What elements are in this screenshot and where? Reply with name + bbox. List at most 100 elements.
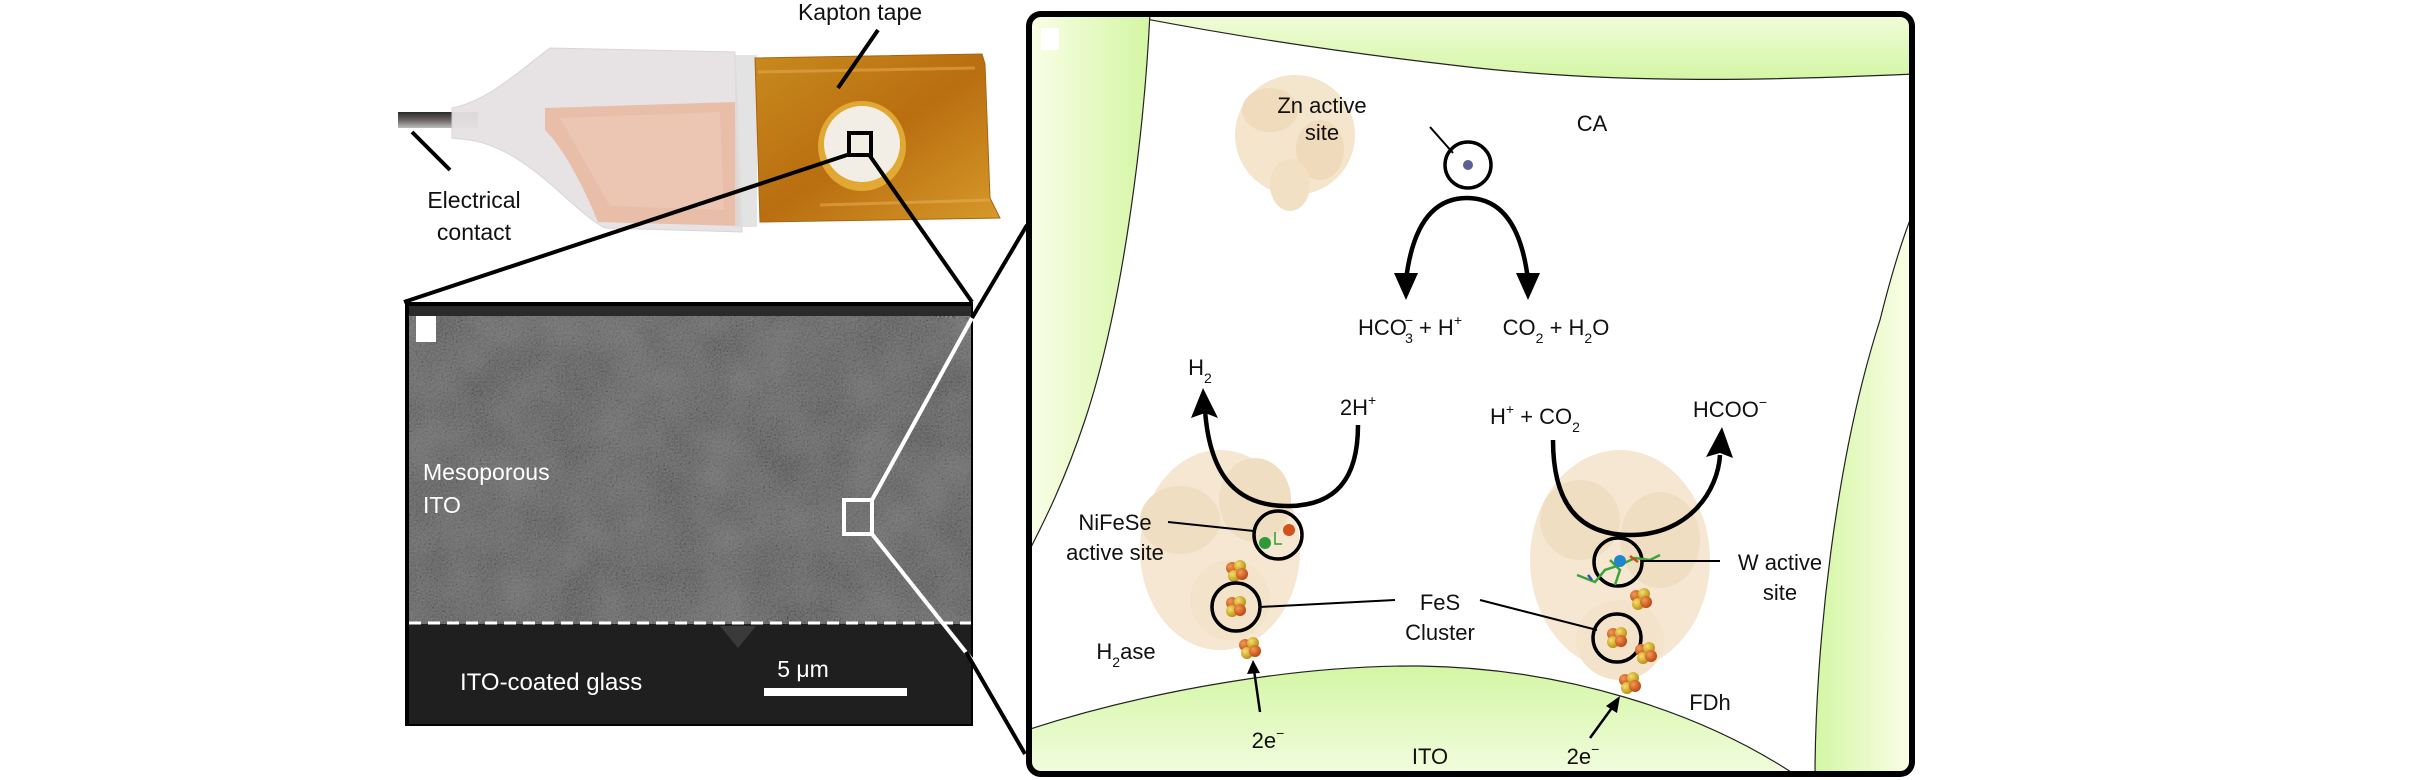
fdh-arrowhead: [1706, 427, 1733, 458]
fdh-electron-arrowhead: [1606, 696, 1620, 713]
ca-label: CA: [1577, 111, 1608, 136]
h2ase-electron-arrowhead: [1247, 660, 1260, 674]
ca-arrowhead-right: [1516, 273, 1540, 300]
h2ase-protein: [1140, 450, 1300, 650]
w-site-label-line2: site: [1763, 580, 1797, 605]
ca-reaction-arrow: [1403, 195, 1531, 281]
bicarbonate-charge: −: [1405, 312, 1413, 328]
ni-atom: [1259, 537, 1271, 549]
zn-active-site-circle: [1443, 140, 1493, 190]
sem-panel-tag: [416, 316, 436, 342]
water-h: + H: [1543, 315, 1584, 340]
fdh-electron-arrow: [1588, 704, 1616, 739]
kapton-tape-leader: [836, 28, 880, 90]
fes-cluster-label-line1: FeS: [1420, 590, 1460, 615]
scale-bar-label: 5 μm: [777, 656, 829, 682]
zoom-connector-right: [868, 154, 974, 304]
nifese-site-label-line1: NiFeSe: [1078, 510, 1151, 535]
ito-particle-top: [1109, 14, 1912, 81]
zn-site-label-line1: Zn active: [1277, 93, 1366, 118]
h2ase-label-subscript: 2: [1112, 654, 1120, 670]
zoom-connector-sem-top: [870, 317, 974, 501]
2h-base: 2H: [1340, 395, 1368, 420]
fes-cluster-fdh-3: [1635, 642, 1657, 664]
ito-particle-left: [1029, 14, 1151, 556]
zn-atom: [1463, 160, 1473, 170]
fes-cluster-h2ase-1: [1226, 560, 1248, 582]
fdh-reaction-arrow: [1550, 439, 1723, 538]
fes-cluster-fdh-4: [1619, 672, 1641, 694]
fdh-electrons-base: 2e: [1567, 744, 1591, 769]
w-site-label-line1: W active: [1738, 550, 1822, 575]
fes-cluster-h2ase-3: [1239, 637, 1261, 659]
2h-plus-substrate-label: 2H+: [1340, 392, 1376, 420]
fes-cluster-label-line2: Cluster: [1405, 620, 1475, 645]
electrical-contact-label-line1: Electrical: [427, 187, 520, 213]
sem-image-panel: Mesoporous ITO ITO-coated glass 5 μm: [405, 302, 973, 726]
formate-charge: −: [1759, 394, 1767, 410]
bicarbonate-subscript: 3: [1405, 330, 1413, 346]
fes-cluster-fdh-2: [1607, 627, 1627, 648]
zoom-connector-sem-top-outer: [970, 223, 1029, 320]
ca-product-co2-water: CO2 + H2O: [1503, 315, 1610, 346]
nifese-site-label-line2: active site: [1066, 540, 1164, 565]
electrical-contact-label-line2: contact: [437, 219, 512, 245]
fes-leader-h2ase: [1259, 599, 1396, 608]
fdh-substrate-label: H+ + CO2: [1490, 401, 1580, 435]
fes-cluster-h2ase-2: [1226, 596, 1246, 617]
fdh-label: FDh: [1689, 690, 1731, 715]
sem-zoom-box: [842, 498, 874, 536]
h2-subscript: 2: [1204, 370, 1212, 386]
zoom-connector-sem-bottom-outer: [964, 650, 1027, 756]
ito-particle-bottom: [1029, 665, 1802, 774]
bicarbonate-plus-h: + H: [1413, 315, 1454, 340]
co2-base: CO: [1503, 315, 1536, 340]
h2ase-reaction-arrow: [1202, 409, 1361, 509]
fdh-substrate-h: H: [1490, 404, 1506, 429]
schematic-panel-tag: [1041, 28, 1059, 50]
fes-circle-fdh: [1591, 612, 1643, 664]
fdh-substrate-h-charge: +: [1506, 401, 1514, 417]
h2-base: H: [1188, 355, 1204, 380]
h2ase-electrons-charge: −: [1276, 725, 1284, 741]
water-o: O: [1592, 315, 1609, 340]
bicarbonate-h-charge: +: [1454, 312, 1462, 328]
formate-base: HCOO: [1693, 397, 1759, 422]
2h-charge: +: [1368, 392, 1376, 408]
electrical-contact-leader: [410, 130, 452, 172]
co2-subscript: 2: [1536, 330, 1544, 346]
ca-arrowhead-left: [1394, 273, 1418, 300]
h2-product-label: H2: [1188, 355, 1212, 386]
h2ase-arrowhead: [1191, 388, 1218, 418]
mesoporous-ito-label-line1: Mesoporous: [423, 459, 550, 485]
fdh-substrate-co2-subscript: 2: [1572, 419, 1580, 435]
ito-label: ITO: [1412, 744, 1448, 769]
h2ase-electron-arrow: [1252, 669, 1262, 713]
ca-product-bicarbonate: HCO− 3 + H+: [1358, 312, 1462, 346]
zoom-connector-left: [403, 152, 851, 304]
ca-protein: [1235, 75, 1355, 211]
fdh-substrate-co2: + CO: [1514, 404, 1572, 429]
nifese-site-leader: [1167, 521, 1255, 532]
ito-particle-right: [1814, 214, 1912, 774]
formate-product-label: HCOO−: [1693, 394, 1767, 422]
zn-site-label-line2: site: [1305, 120, 1339, 145]
h2ase-label-h: H: [1096, 639, 1112, 664]
bicarbonate-base: HCO: [1358, 315, 1407, 340]
fes-leader-fdh: [1479, 599, 1598, 631]
zoom-region-box: [847, 131, 873, 157]
h2ase-electrons-label: 2e−: [1252, 725, 1285, 753]
fdh-electrons-label: 2e−: [1567, 741, 1600, 769]
kapton-tape-label: Kapton tape: [798, 0, 922, 25]
h2ase-label-rest: ase: [1120, 639, 1155, 664]
fe-atom: [1283, 524, 1295, 536]
h2ase-label: H2ase: [1096, 639, 1155, 670]
h2ase-electrons-base: 2e: [1252, 728, 1276, 753]
electrode-photo: [398, 47, 1001, 233]
zn-site-leader: [1429, 126, 1454, 154]
nifese-site-circle: [1252, 509, 1304, 561]
mesoporous-ito-label-line2: ITO: [423, 492, 461, 518]
fes-cluster-fdh-1: [1630, 588, 1652, 610]
w-atom: [1614, 555, 1626, 567]
